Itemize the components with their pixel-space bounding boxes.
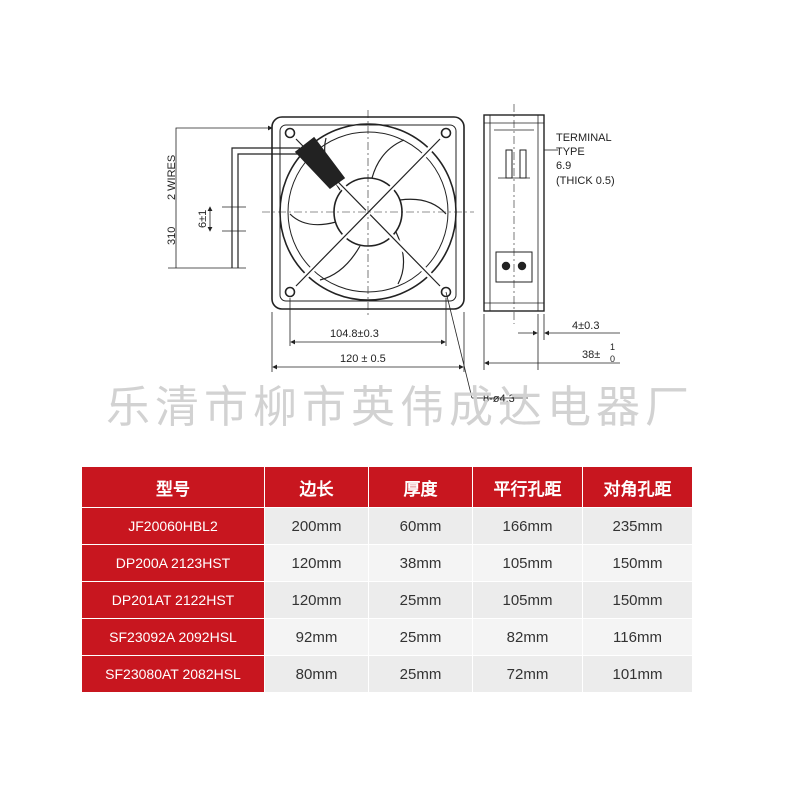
thickness-cell: 25mm: [368, 581, 473, 619]
mount-hole-bl: [284, 286, 296, 298]
thickness-cell: 38mm: [368, 544, 473, 582]
table-row: DP201AT 2122HST 120mm 25mm 105mm 150mm: [81, 581, 693, 619]
depth-tol-upper: 1: [610, 342, 615, 352]
frame-size-label: 120 ± 0.5: [340, 353, 386, 365]
wires-label: 2 WIRES: [166, 155, 178, 200]
strip-length-label: 6±1: [197, 210, 209, 228]
parallel-spacing-cell: 105mm: [472, 581, 583, 619]
mount-hole-tr: [440, 127, 452, 139]
wire-clip: [294, 136, 346, 190]
fan-side-view: [483, 104, 558, 324]
model-cell: JF20060HBL2: [81, 507, 265, 545]
header-model: 型号: [81, 466, 265, 508]
diagonal-spacing-cell: 116mm: [582, 618, 693, 656]
diagonal-spacing-cell: 150mm: [582, 544, 693, 582]
side-length-cell: 92mm: [264, 618, 369, 656]
front-dimensions: [271, 291, 528, 399]
depth-label: 38±: [582, 349, 600, 361]
hole-callout-label: 8-ø4.3: [483, 393, 515, 405]
parallel-spacing-cell: 166mm: [472, 507, 583, 545]
mount-hole-br: [440, 286, 452, 298]
table-row: DP200A 2123HST 120mm 38mm 105mm 150mm: [81, 544, 693, 582]
lead-wires: [168, 125, 300, 269]
thickness-cell: 60mm: [368, 507, 473, 545]
side-length-cell: 120mm: [264, 544, 369, 582]
flange-thickness-label: 4±0.3: [572, 320, 599, 332]
model-cell: SF23092A 2092HSL: [81, 618, 265, 656]
table-row: SF23080AT 2082HSL 80mm 25mm 72mm 101mm: [81, 655, 693, 693]
table-header-row: 型号 边长 厚度 平行孔距 对角孔距: [81, 466, 693, 508]
thickness-cell: 25mm: [368, 618, 473, 656]
terminal-label-4: (THICK 0.5): [556, 175, 615, 187]
fan-technical-drawing: 2 WIRES 310 6±1 104.8±0.3 120 ± 0.5 8-ø4…: [166, 104, 620, 405]
side-length-cell: 200mm: [264, 507, 369, 545]
side-length-cell: 120mm: [264, 581, 369, 619]
diagonal-spacing-cell: 101mm: [582, 655, 693, 693]
fan-blade: [395, 231, 405, 285]
fan-blade: [319, 245, 361, 281]
diagonal-spacing-cell: 150mm: [582, 581, 693, 619]
fan-blade: [399, 198, 447, 215]
model-cell: DP200A 2123HST: [81, 544, 265, 582]
side-dimensions: [483, 314, 620, 370]
header-parallel-hole-spacing: 平行孔距: [472, 466, 583, 508]
header-side-length: 边长: [264, 466, 369, 508]
side-length-cell: 80mm: [264, 655, 369, 693]
terminal-label-2: TYPE: [556, 146, 585, 158]
table-row: JF20060HBL2 200mm 60mm 166mm 235mm: [81, 507, 693, 545]
table-row: SF23092A 2092HSL 92mm 25mm 82mm 116mm: [81, 618, 693, 656]
parallel-spacing-cell: 82mm: [472, 618, 583, 656]
company-watermark: 乐清市柳市英伟成达电器厂: [106, 382, 694, 433]
wire-length-label: 310: [166, 227, 178, 245]
thickness-cell: 25mm: [368, 655, 473, 693]
fan-blade: [371, 139, 405, 179]
diagonal-spacing-cell: 235mm: [582, 507, 693, 545]
model-cell: DP201AT 2122HST: [81, 581, 265, 619]
terminal-label-3: 6.9: [556, 160, 571, 172]
fan-blade: [289, 213, 337, 226]
fan-spec-table: 型号 边长 厚度 平行孔距 对角孔距 JF20060HBL2 200mm 60m…: [81, 466, 693, 693]
parallel-spacing-cell: 72mm: [472, 655, 583, 693]
header-thickness: 厚度: [368, 466, 473, 508]
depth-tol-lower: 0: [610, 354, 615, 364]
fan-front-view: [262, 110, 474, 318]
mount-hole-tl: [284, 127, 296, 139]
model-cell: SF23080AT 2082HSL: [81, 655, 265, 693]
hole-spacing-label: 104.8±0.3: [330, 328, 379, 340]
parallel-spacing-cell: 105mm: [472, 544, 583, 582]
terminal-label-1: TERMINAL: [556, 132, 612, 144]
header-diagonal-hole-spacing: 对角孔距: [582, 466, 693, 508]
